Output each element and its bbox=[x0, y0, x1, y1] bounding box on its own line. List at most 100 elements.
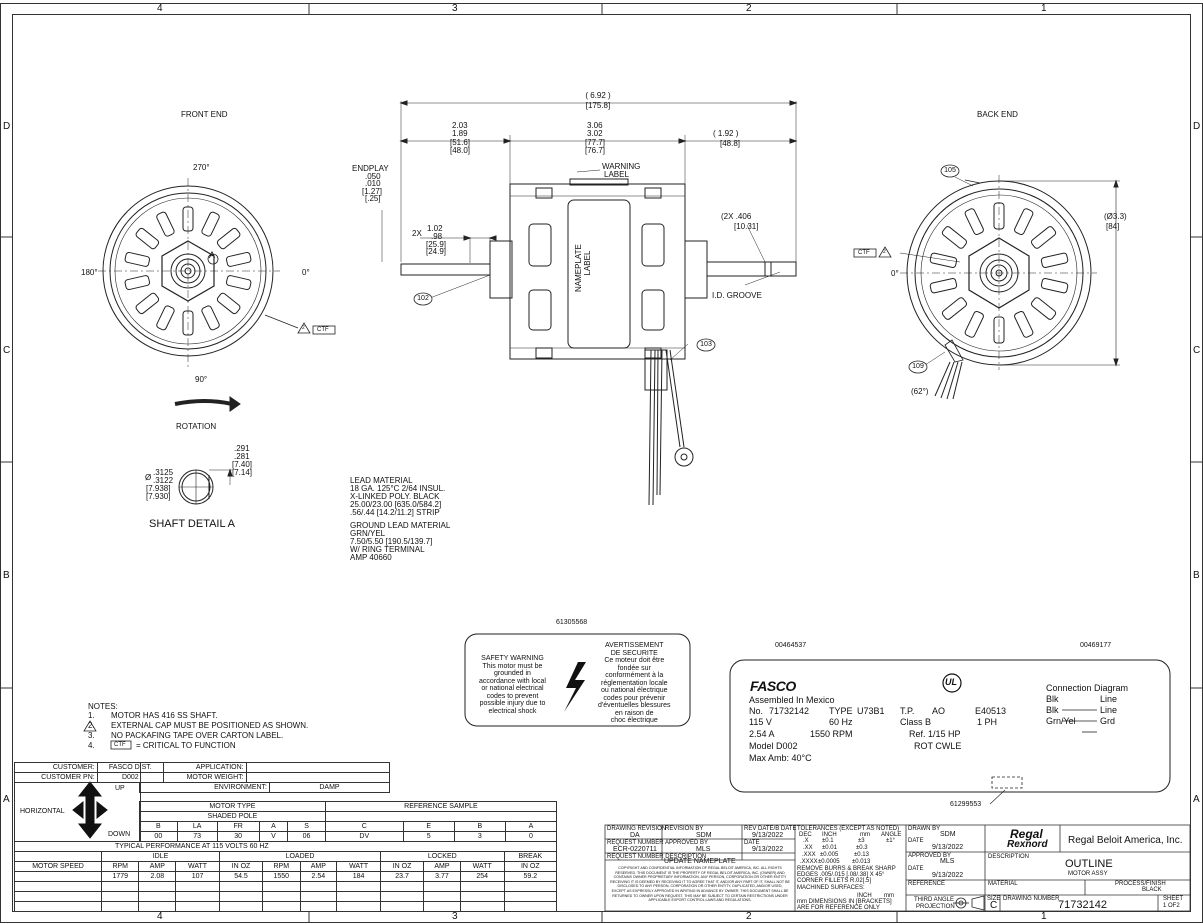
mt-head-2: FR bbox=[216, 821, 260, 832]
note-3-text: NO PACKAFING TAPE OVER CARTON LABEL. bbox=[111, 731, 284, 740]
vent-slot bbox=[156, 211, 175, 237]
tb-drawn-date: 9/13/2022 bbox=[932, 844, 964, 851]
tb-request-number-label: REQUEST NUMBER bbox=[607, 840, 664, 846]
regal-logo-2: Rexnord bbox=[1007, 839, 1048, 850]
zone-bottom-1: 1 bbox=[1041, 911, 1047, 922]
tb-drawn-date-label: DATE bbox=[908, 838, 924, 844]
note-2-text: EXTERNAL CAP MUST BE POSITIONED AS SHOWN… bbox=[111, 721, 309, 730]
tol-machined: MACHINED SURFACES: bbox=[797, 885, 865, 891]
nameplate-text: NAMEPLATE LABEL bbox=[574, 244, 593, 292]
rs-val-0: DV bbox=[324, 831, 404, 842]
lead-line-4: 25.00/23.00 [635.0/584.2] bbox=[350, 500, 442, 509]
rs-val-2: 3 bbox=[453, 831, 506, 842]
motor-type-table: MOTOR TYPE REFERENCE SAMPLE SHADED POLE … bbox=[139, 801, 558, 842]
zone-right-c: C bbox=[1193, 345, 1201, 356]
tb-drawing-number: 71732142 bbox=[1058, 899, 1107, 911]
vent-slot bbox=[941, 297, 968, 320]
conn-1-a: Blk bbox=[1046, 694, 1059, 704]
shaft-dia-d: [7.930] bbox=[146, 492, 171, 501]
motor-weight-value bbox=[245, 772, 391, 783]
flat-h-c: [7.40] bbox=[232, 460, 253, 469]
note-4-num: 4. bbox=[88, 741, 95, 750]
col-head-9: WATT bbox=[459, 861, 505, 872]
shaded-pole: SHADED POLE bbox=[139, 811, 326, 822]
safety-en: SAFETY WARNING This motor must be ground… bbox=[479, 655, 546, 715]
lead-notes: LEAD MATERIAL 18 GA. 125°C 2/64 INSUL. X… bbox=[350, 477, 450, 562]
col-head-4: RPM bbox=[262, 861, 301, 872]
tb-approved2-date: 9/13/2022 bbox=[932, 872, 964, 879]
mt-val-1: 73 bbox=[176, 831, 218, 842]
mt-head-3: A bbox=[258, 821, 289, 832]
part-number-2: 00464537 bbox=[775, 642, 807, 649]
side-view bbox=[381, 100, 798, 506]
shaft-detail-title: SHAFT DETAIL A bbox=[149, 518, 235, 530]
mt-val-4: 06 bbox=[287, 831, 326, 842]
np-hz: 60 Hz bbox=[829, 717, 853, 727]
vent-slot bbox=[964, 208, 984, 236]
ctf-flag-back bbox=[853, 246, 892, 258]
shaft-dia-a: .3125 bbox=[153, 468, 174, 477]
np-hp: Ref. 1/15 HP bbox=[909, 729, 961, 739]
col-val-5: 2.54 bbox=[299, 871, 338, 882]
tol-3-2: ±0.013 bbox=[852, 859, 871, 865]
balloon-109: 109 bbox=[912, 363, 924, 370]
ground-line-5: AMP 40660 bbox=[350, 553, 392, 562]
note-3-num: 3. bbox=[88, 731, 95, 740]
tb-description-sub: MOTOR ASSY bbox=[1068, 871, 1108, 877]
environment-label: ENVIRONMENT: bbox=[139, 782, 270, 793]
tol-head-2: mm bbox=[860, 832, 870, 838]
safety-fr-0: AVERTISSEMENT bbox=[605, 642, 664, 649]
rs-head-1: E bbox=[402, 821, 455, 832]
ul-mark: UL bbox=[945, 677, 957, 687]
spec-env-table: ENVIRONMENT: DAMP bbox=[139, 782, 390, 793]
angle-270: 270° bbox=[193, 163, 210, 172]
notes-title: NOTES: bbox=[88, 702, 118, 711]
vent-slot bbox=[1040, 252, 1069, 268]
tb-request-number: ECR-0220711 bbox=[613, 846, 657, 853]
zone-bottom-2: 2 bbox=[746, 911, 752, 922]
note-2-num: 2. bbox=[88, 721, 95, 730]
conn-3-b: Grd bbox=[1100, 716, 1116, 726]
vent-slot bbox=[1014, 208, 1034, 236]
warning-label-1: WARNING bbox=[602, 162, 641, 171]
tb-req-desc-label: REQUEST NUMBER DESCRIPTION bbox=[607, 854, 707, 860]
balloon-102: 102 bbox=[417, 295, 429, 302]
tol-ref-note: ARE FOR REFERENCE ONLY bbox=[797, 905, 880, 911]
safety-en-6: possible injury due to bbox=[479, 700, 546, 707]
vent-slot bbox=[216, 292, 241, 315]
zone-right-b: B bbox=[1193, 570, 1200, 581]
environment-value: DAMP bbox=[269, 782, 390, 793]
endplay-label: ENDPLAY bbox=[352, 164, 389, 173]
np-amb: Max Amb: 40°C bbox=[749, 753, 812, 763]
rotation-label: ROTATION bbox=[176, 422, 217, 431]
tol-0-2: ±3 bbox=[858, 838, 865, 844]
flat-c: [25.9] bbox=[426, 240, 447, 249]
np-assembled: Assembled In Mexico bbox=[749, 695, 835, 705]
vent-slot bbox=[1040, 278, 1069, 294]
tb-approved-by-label: APPROVED BY bbox=[665, 840, 709, 846]
application-value bbox=[245, 762, 391, 773]
np-rpm: 1550 RPM bbox=[810, 729, 853, 739]
front-detail-circle bbox=[207, 253, 219, 265]
regal-logo-1: Regal bbox=[1010, 827, 1043, 841]
tol-1-1: ±0.01 bbox=[822, 845, 837, 851]
np-no-label: No. bbox=[749, 706, 764, 716]
tb-third-angle-2: PROJECTION bbox=[916, 904, 955, 910]
mt-head-4: S bbox=[287, 821, 326, 832]
ground-line-4: W/ RING TERMINAL bbox=[350, 545, 425, 554]
col-val-9: 254 bbox=[459, 871, 505, 882]
tol-fillets: CORNER FILLETS R.02[.5] bbox=[797, 878, 872, 884]
lead-line-5: .56/.44 [14.2/11.2] STRIP bbox=[350, 508, 440, 517]
vent-slot bbox=[1014, 310, 1034, 338]
vent-slot bbox=[1030, 297, 1057, 320]
col-val-1: 2.08 bbox=[138, 871, 177, 882]
np-amps: 2.54 A bbox=[749, 729, 775, 739]
safety-en-3: accordance with local bbox=[479, 677, 546, 685]
col-head-7: IN OZ bbox=[380, 861, 425, 872]
tb-process-label: PROCESS/FINISH bbox=[1115, 881, 1166, 887]
safety-fr-6: ou national électrique bbox=[600, 687, 668, 694]
np-rot: ROT CWLE bbox=[914, 741, 962, 751]
np-cert: E40513 bbox=[975, 706, 1007, 716]
mt-head-0: B bbox=[139, 821, 178, 832]
tb-date: 9/13/2022 bbox=[752, 846, 784, 853]
